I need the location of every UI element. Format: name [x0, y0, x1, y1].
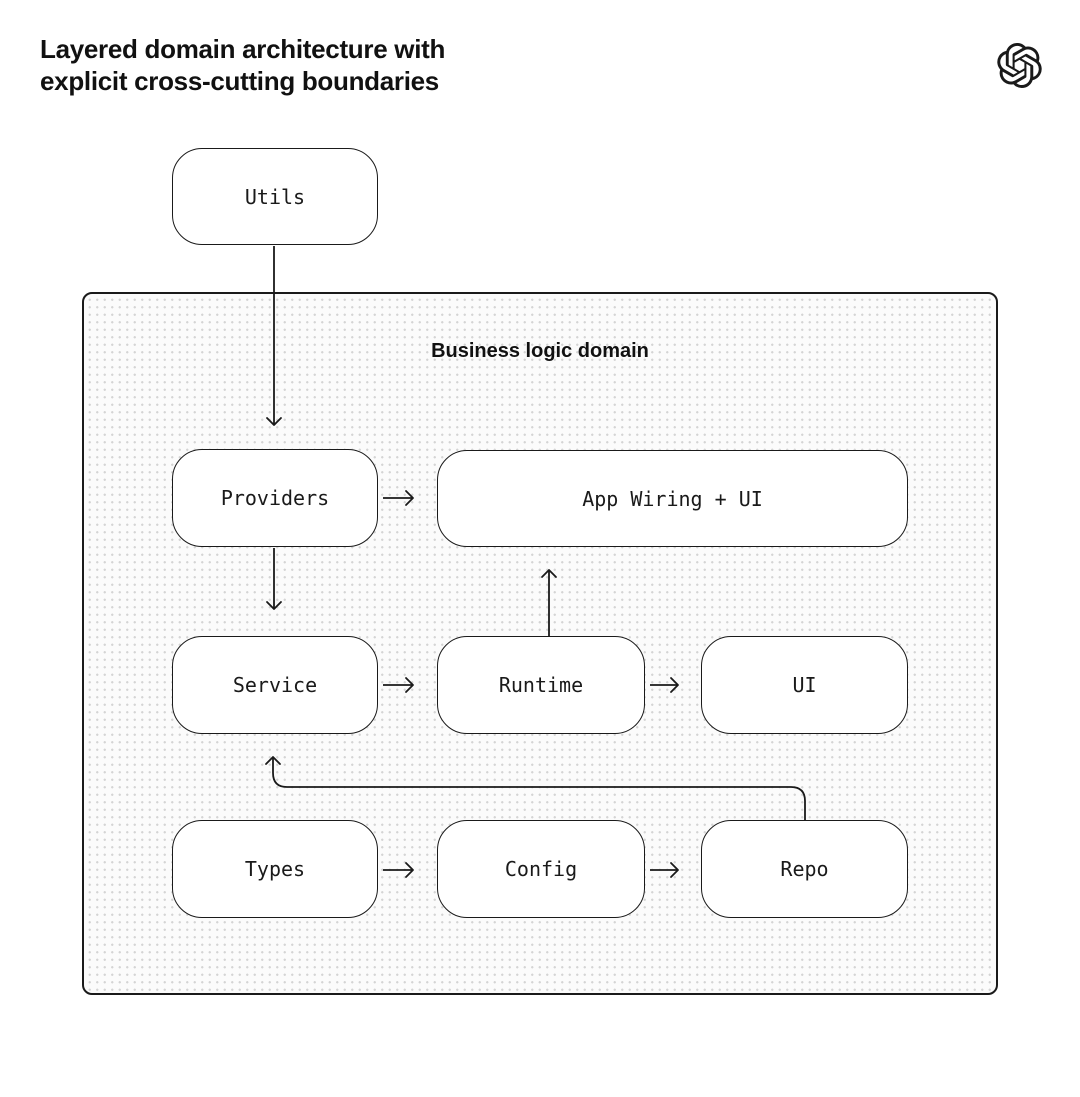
node-repo-label: Repo	[780, 857, 829, 881]
node-providers-label: Providers	[220, 486, 330, 510]
node-utils-label: Utils	[244, 184, 306, 209]
page-title-line2: explicit cross-cutting boundaries	[40, 66, 439, 96]
node-app-wiring-ui: App Wiring + UI	[437, 450, 908, 547]
node-ui-label: UI	[792, 673, 817, 697]
node-runtime: Runtime	[437, 636, 645, 734]
openai-logo-icon	[997, 43, 1042, 88]
node-service-label: Service	[232, 673, 318, 697]
node-utils: Utils	[172, 148, 378, 245]
node-repo: Repo	[701, 820, 908, 918]
page-title-line1: Layered domain architecture with	[40, 34, 446, 64]
node-providers: Providers	[172, 449, 378, 547]
node-config-label: Config	[504, 857, 578, 881]
business-logic-domain-label: Business logic domain	[431, 340, 649, 362]
node-types: Types	[172, 820, 378, 918]
node-app-wiring-ui-label: App Wiring + UI	[582, 486, 763, 511]
node-types-label: Types	[244, 857, 306, 881]
node-ui: UI	[701, 636, 908, 734]
page-title: Layered domain architecture with explici…	[40, 33, 445, 97]
node-service: Service	[172, 636, 378, 734]
node-runtime-label: Runtime	[498, 673, 584, 697]
node-config: Config	[437, 820, 645, 918]
